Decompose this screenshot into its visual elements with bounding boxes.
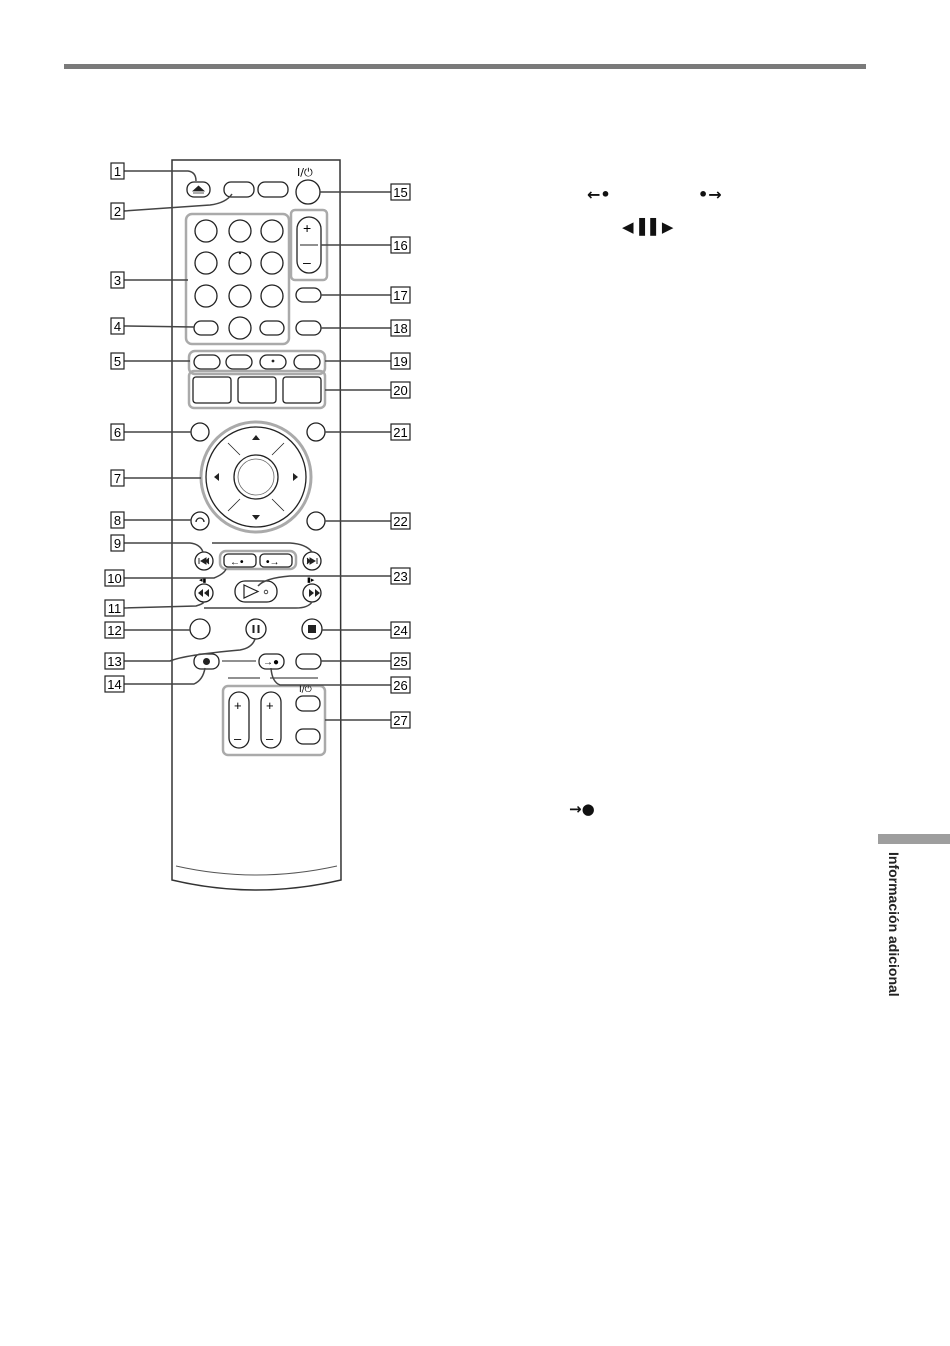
svg-text:22: 22 <box>393 514 407 529</box>
svg-text:6: 6 <box>114 425 121 440</box>
play-button[interactable] <box>235 581 277 602</box>
replay-glyph: ←• <box>587 185 611 204</box>
svg-text:→●: →● <box>263 657 279 668</box>
display-button[interactable] <box>226 355 252 369</box>
svg-text:7: 7 <box>114 471 121 486</box>
callout-left-4: 4 <box>111 318 124 334</box>
rec-glyph: →● <box>569 800 595 818</box>
top-menu-button[interactable] <box>191 423 209 441</box>
svg-text:11: 11 <box>108 601 122 616</box>
tv-power-button[interactable] <box>296 696 320 711</box>
callout-right-21: 21 <box>391 424 410 440</box>
callout-right-23: 23 <box>391 568 410 584</box>
return-button[interactable] <box>191 512 209 530</box>
svg-text:27: 27 <box>393 713 407 728</box>
callout-right-17: 17 <box>391 287 410 303</box>
callout-left-8: 8 <box>111 512 124 528</box>
callout-left-5: 5 <box>111 353 124 369</box>
section-label: Información adicional <box>880 852 902 1027</box>
callout-left-6: 6 <box>111 424 124 440</box>
callout-left-9: 9 <box>111 535 124 551</box>
callout-left-14: 14 <box>105 676 124 692</box>
svg-text:10: 10 <box>107 571 121 586</box>
svg-text:–: – <box>234 731 242 746</box>
svg-text:9: 9 <box>114 536 121 551</box>
svg-text:21: 21 <box>393 425 407 440</box>
callout-right-16: 16 <box>391 237 410 253</box>
callout-right-26: 26 <box>391 677 410 693</box>
dvd-button[interactable] <box>224 182 254 197</box>
audio-button[interactable] <box>296 288 321 302</box>
callout-left-3: 3 <box>111 272 124 288</box>
input-button[interactable] <box>294 355 320 369</box>
callout-right-22: 22 <box>391 513 410 529</box>
callout-right-18: 18 <box>391 320 410 336</box>
svg-text:17: 17 <box>393 288 407 303</box>
title-list-button[interactable] <box>238 377 276 403</box>
svg-text:2: 2 <box>114 204 121 219</box>
svg-text:14: 14 <box>107 677 121 692</box>
system-menu-button[interactable] <box>193 377 231 403</box>
svg-text:1: 1 <box>114 164 121 179</box>
enter-button[interactable] <box>260 321 284 335</box>
step-glyphs: ◀▐ ▌▶ <box>622 218 673 236</box>
svg-text:18: 18 <box>393 321 407 336</box>
svg-text:20: 20 <box>393 383 407 398</box>
callout-left-13: 13 <box>105 653 124 669</box>
callout-left-12: 12 <box>105 622 124 638</box>
svg-text:12: 12 <box>107 623 121 638</box>
tools-button[interactable] <box>307 512 325 530</box>
advance-glyph: •→ <box>698 185 722 204</box>
svg-text:8: 8 <box>114 513 121 528</box>
svg-text:←•: ←• <box>230 557 244 568</box>
pause-button[interactable] <box>246 619 266 639</box>
svg-text:16: 16 <box>393 238 407 253</box>
svg-text:23: 23 <box>393 569 407 584</box>
tv-dvd-button[interactable] <box>258 182 288 197</box>
power-label: I/⏻ <box>297 166 313 179</box>
svg-text:24: 24 <box>393 623 407 638</box>
callout-right-24: 24 <box>391 622 410 638</box>
callout-right-25: 25 <box>391 653 410 669</box>
svg-text:–: – <box>303 254 311 270</box>
time-button[interactable] <box>194 355 220 369</box>
svg-text:26: 26 <box>393 678 407 693</box>
tv-input-button[interactable] <box>296 729 320 744</box>
smart-search-button[interactable] <box>190 619 210 639</box>
callout-left-2: 2 <box>111 203 124 219</box>
svg-text:•→: •→ <box>266 557 280 568</box>
callouts-right: 15 16 17 18 19 20 21 22 23 24 25 26 27 <box>391 184 410 728</box>
menu-button[interactable] <box>307 423 325 441</box>
svg-text:▮▸: ▮▸ <box>307 577 315 584</box>
svg-text:+: + <box>234 698 242 713</box>
svg-text:25: 25 <box>393 654 407 669</box>
callout-right-15: 15 <box>391 184 410 200</box>
svg-text:19: 19 <box>393 354 407 369</box>
callout-left-10: 10 <box>105 570 124 586</box>
subtitle-button[interactable] <box>296 321 321 335</box>
svg-text:4: 4 <box>114 319 121 334</box>
clear-button[interactable] <box>194 321 218 335</box>
power-button[interactable] <box>296 180 320 204</box>
svg-text:+: + <box>303 220 311 236</box>
svg-text:–: – <box>266 731 274 746</box>
timer-button[interactable] <box>283 377 321 403</box>
callout-right-20: 20 <box>391 382 410 398</box>
rec-stop-button[interactable] <box>296 654 321 669</box>
callout-left-11: 11 <box>105 600 124 616</box>
svg-text:5: 5 <box>114 354 121 369</box>
callout-right-19: 19 <box>391 353 410 369</box>
svg-text:3: 3 <box>114 273 121 288</box>
callout-left-1: 1 <box>111 163 124 179</box>
callout-left-7: 7 <box>111 470 124 486</box>
svg-text:+: + <box>266 698 274 713</box>
svg-text:15: 15 <box>393 185 407 200</box>
callout-right-27: 27 <box>391 712 410 728</box>
enter-center-button[interactable] <box>234 455 278 499</box>
svg-text:13: 13 <box>107 654 121 669</box>
section-tab <box>878 834 950 844</box>
